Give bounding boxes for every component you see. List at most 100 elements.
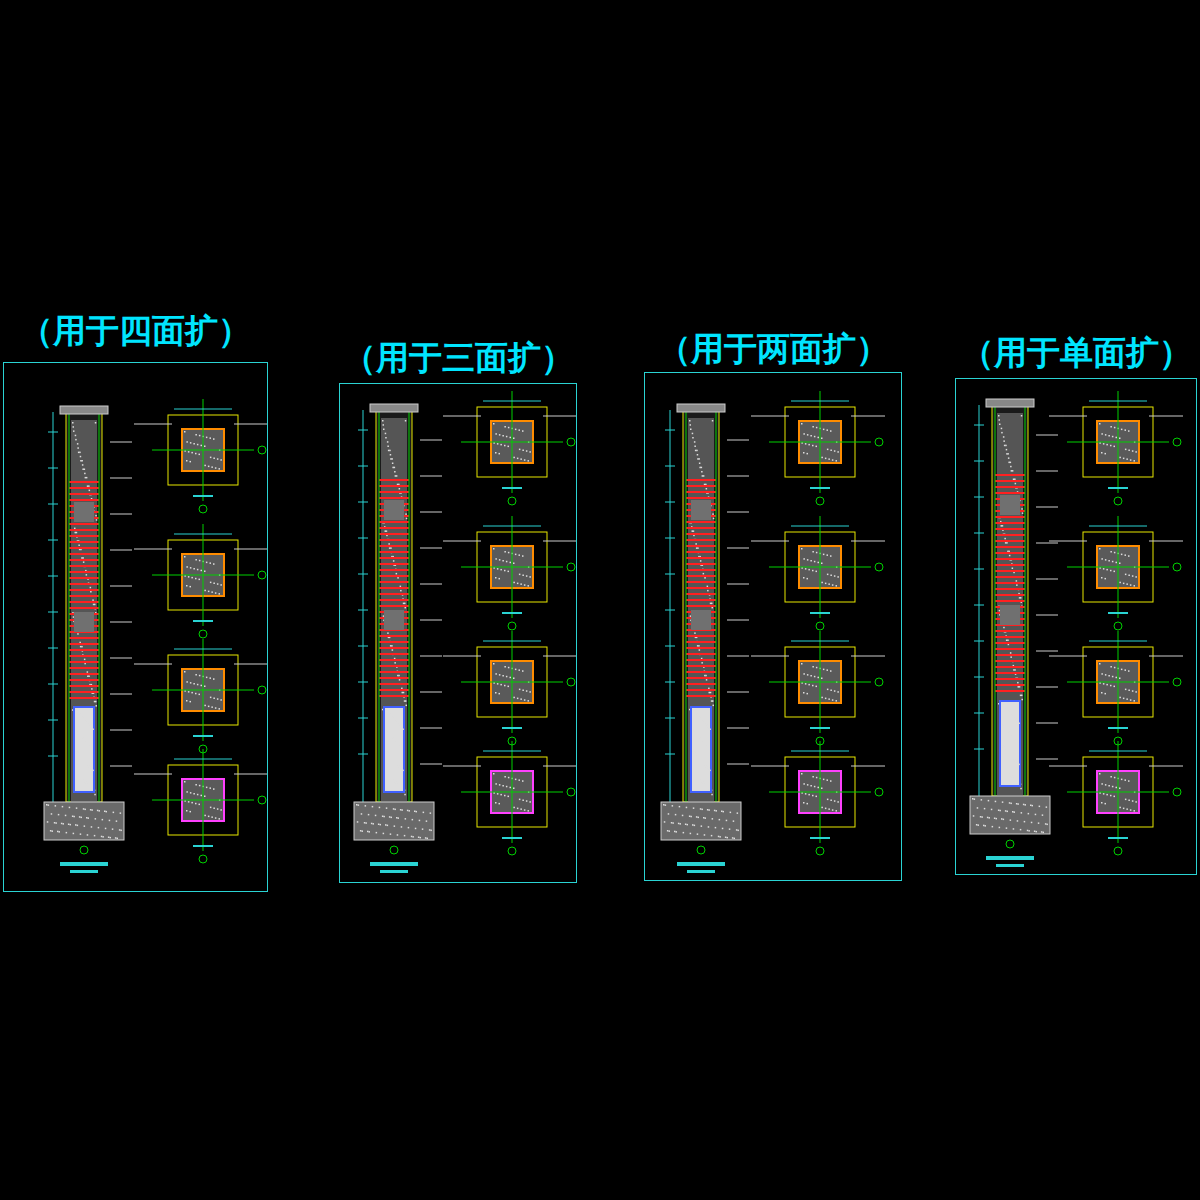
concrete-dot [991,809,993,811]
concrete-dot [401,727,403,729]
stirrup [686,533,716,535]
concrete-dot [188,801,190,803]
stirrup [379,551,409,553]
concrete-dot [981,799,983,801]
concrete-dot [709,692,711,694]
concrete-dot [211,816,213,818]
concrete-dot [390,645,392,647]
stirrup [686,575,716,577]
concrete-dot [88,485,90,487]
axis-marker [80,846,88,854]
concrete-dot [493,773,495,775]
stirrup [686,695,716,697]
concrete-dot [63,823,65,825]
concrete-dot [522,800,524,802]
concrete-dot [47,821,49,823]
concrete-dot [1012,568,1014,570]
leader-line [134,424,172,425]
leader-line [727,692,749,693]
concrete-dot [369,831,371,833]
concrete-dot [400,590,402,592]
concrete-dot [713,518,715,520]
concrete-dot [506,436,508,438]
stirrup [686,479,716,481]
concrete-dot [213,583,215,585]
concrete-dot [663,804,665,806]
axis-line [1118,516,1119,618]
concrete-dot [513,788,515,790]
concrete-dot [712,607,714,609]
concrete-dot [694,752,696,754]
concrete-dot [830,430,832,432]
concrete-dot [828,808,830,810]
stirrup [379,683,409,685]
concrete-dot [825,808,827,810]
concrete-dot [522,450,524,452]
concrete-dot [1099,423,1101,425]
concrete-dot [92,748,94,750]
concrete-dot [972,798,974,800]
caption-bar [677,862,725,866]
stirrup [69,667,99,669]
concrete-dot [1108,675,1110,677]
stirrup [686,677,716,679]
concrete-dot [88,817,90,819]
concrete-dot [529,576,531,578]
concrete-dot [508,686,510,688]
concrete-dot [504,445,506,447]
concrete-dot [412,836,414,838]
concrete-dot [698,778,700,780]
concrete-dot [217,808,219,810]
concrete-dot [705,744,707,746]
concrete-dot [1125,779,1127,781]
stirrup [69,691,99,693]
concrete-dot [391,736,393,738]
concrete-dot [401,688,403,690]
concrete-dot [1005,748,1007,750]
concrete-dot [695,543,697,545]
leader-line [751,656,789,657]
stirrup [995,660,1025,662]
leader-line [727,548,749,549]
concrete-dot [803,802,805,804]
concrete-dot [87,676,89,678]
concrete-dot [388,543,390,545]
concrete-dot [393,560,395,562]
concrete-dot [520,458,522,460]
concrete-dot [400,809,402,811]
concrete-dot [502,560,504,562]
concrete-dot [827,554,829,556]
concrete-dot [382,816,384,818]
concrete-dot [497,568,499,570]
concrete-dot [1105,434,1107,436]
concrete-dot [392,757,394,759]
concrete-dot [1130,459,1132,461]
dimension-line [363,410,364,802]
leader-line [420,476,442,477]
concrete-dot [508,446,510,448]
stirrup [69,571,99,573]
stirrup [69,679,99,681]
concrete-dot [698,736,700,738]
concrete-dot [696,713,698,715]
concrete-dot [396,784,398,786]
concrete-dot [834,690,836,692]
concrete-dot [692,824,694,826]
concrete-dot [197,444,199,446]
concrete-dot [1134,460,1136,462]
concrete-dot [78,452,80,454]
stirrup [379,689,409,691]
stirrup [686,665,716,667]
foundation [354,802,434,840]
concrete-dot [113,812,115,814]
concrete-dot [1015,760,1017,762]
concrete-dot [495,558,497,560]
concrete-dot [365,822,367,824]
concrete-dot [493,663,495,665]
leader-line [751,416,789,417]
stirrup [686,641,716,643]
concrete-dot [513,563,515,565]
concrete-dot [1028,813,1030,815]
concrete-dot [513,582,515,584]
leader-line [234,424,268,425]
